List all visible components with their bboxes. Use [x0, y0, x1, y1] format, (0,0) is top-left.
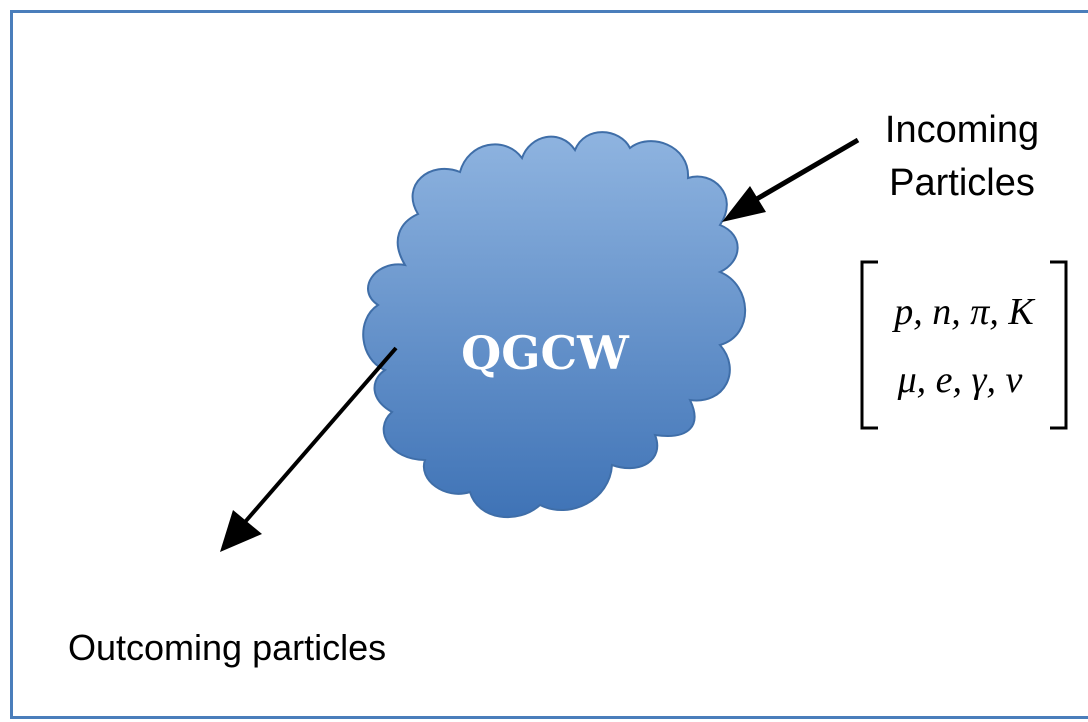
particle-row-1: p, n, π, K: [891, 291, 1035, 333]
right-bracket: [1050, 260, 1068, 430]
cloud-label: QGCW: [461, 326, 630, 380]
incoming-label-line2: Particles: [889, 162, 1035, 204]
left-bracket: [860, 260, 878, 430]
outgoing-arrow: [220, 346, 398, 552]
particle-matrix: p, n, π, K μ, e, γ, ν: [860, 260, 1068, 430]
outgoing-label: Outcoming particles: [68, 627, 386, 668]
diagram-frame: [10, 10, 1088, 719]
particle-row-2: μ, e, γ, ν: [897, 359, 1023, 401]
incoming-label-line1: Incoming: [885, 109, 1039, 151]
incoming-arrow: [722, 137, 860, 222]
cloud-shape: [362, 131, 747, 519]
